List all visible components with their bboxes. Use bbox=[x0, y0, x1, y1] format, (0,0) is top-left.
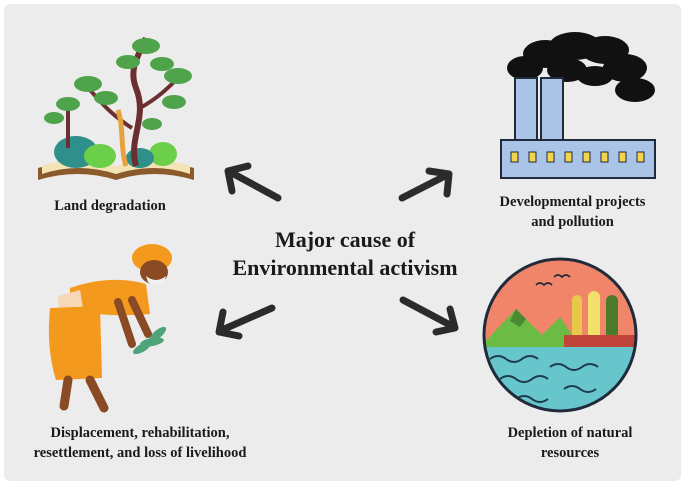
dhoti bbox=[48, 306, 102, 380]
center-title: Major cause of Environmental activism bbox=[185, 226, 505, 282]
arrow-up-right bbox=[398, 167, 453, 202]
tree-leaves bbox=[44, 38, 192, 130]
chimney-left bbox=[514, 77, 538, 141]
tree-book-icon bbox=[38, 36, 194, 180]
landscape-circle-icon bbox=[482, 257, 638, 413]
arrow-up-left bbox=[224, 162, 282, 202]
label-disp-line-1: Displacement, rehabilitation, bbox=[50, 425, 230, 441]
tree-dark bbox=[606, 295, 618, 341]
chimney-right bbox=[540, 77, 564, 141]
arm bbox=[114, 298, 136, 348]
bush bbox=[126, 148, 154, 168]
water-waves bbox=[489, 355, 599, 403]
label-land-degradation: Land degradation bbox=[54, 198, 166, 214]
arrow-down-right bbox=[399, 296, 459, 336]
farmer-icon bbox=[48, 244, 172, 413]
center-title-line-2: Environmental activism bbox=[232, 255, 458, 280]
circle-border bbox=[482, 257, 638, 413]
tree-trunk bbox=[130, 36, 149, 167]
tree-yellow bbox=[572, 295, 582, 341]
bush bbox=[149, 142, 177, 166]
label-disp-line-2: resettlement, and loss of livelihood bbox=[33, 445, 247, 461]
label-displacement: Displacement, rehabilitation, resettleme… bbox=[5, 423, 275, 463]
leg bbox=[85, 375, 109, 413]
arm bbox=[128, 296, 152, 338]
factory-icon bbox=[500, 32, 656, 179]
leg bbox=[59, 375, 73, 411]
tree-light bbox=[588, 291, 600, 341]
label-dev-line-2: and pollution bbox=[531, 214, 614, 230]
factory-building bbox=[500, 139, 656, 179]
label-developmental-projects: Developmental projects and pollution bbox=[465, 192, 680, 232]
birds bbox=[535, 274, 571, 287]
label-depl-line-2: resources bbox=[540, 445, 600, 461]
arrow-down-left bbox=[215, 304, 276, 340]
mask bbox=[146, 276, 166, 285]
tree-trunk-yellow bbox=[115, 109, 129, 167]
center-title-line-1: Major cause of bbox=[274, 227, 416, 252]
factory-windows bbox=[510, 151, 645, 163]
label-depl-line-1: Depletion of natural bbox=[507, 425, 633, 441]
smoke bbox=[507, 32, 655, 102]
plant-bunch bbox=[133, 326, 167, 355]
label-dev-line-1: Developmental projects bbox=[499, 194, 646, 210]
shore bbox=[564, 335, 636, 347]
label-depletion: Depletion of natural resources bbox=[470, 423, 670, 463]
hills bbox=[484, 309, 580, 347]
bush bbox=[84, 144, 116, 168]
hill-shade bbox=[510, 309, 526, 327]
